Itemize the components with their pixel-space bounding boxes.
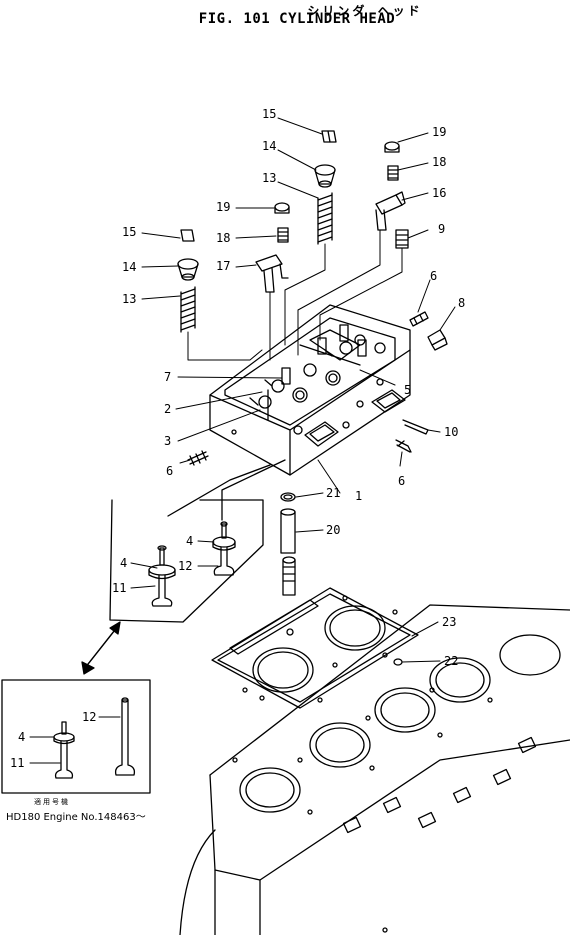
valve-11 <box>148 545 176 607</box>
callout-19: 19 <box>216 200 230 214</box>
collet-15-top <box>321 130 337 143</box>
bolt-8 <box>427 329 448 351</box>
valve-12 <box>212 521 236 576</box>
assembly-guide-lines <box>187 229 403 361</box>
sleeve-20 <box>280 508 296 596</box>
plug-22 <box>393 658 403 666</box>
cylinder-block <box>179 604 570 935</box>
callout-7: 7 <box>164 370 171 384</box>
adjust-screw-18-top <box>387 165 399 181</box>
nut-19-left <box>274 202 290 214</box>
callout-21: 21 <box>326 486 340 500</box>
ring-21 <box>280 492 296 502</box>
retainer-14-left <box>177 258 199 281</box>
callout-23: 23 <box>442 615 456 629</box>
stud-6-top <box>409 311 429 327</box>
subtitle-japanese: シリンダ ヘッド <box>307 4 423 18</box>
spring-13-left <box>180 286 196 333</box>
callout-5: 5 <box>404 383 411 397</box>
callout-18: 18 <box>432 155 446 169</box>
callout-13: 13 <box>122 292 136 306</box>
callout-20: 20 <box>326 523 340 537</box>
callout-14: 14 <box>122 260 136 274</box>
callout-6: 6 <box>430 269 437 283</box>
callout-6: 6 <box>398 474 405 488</box>
exploded-valve-box <box>109 459 286 623</box>
callout-6: 6 <box>166 464 173 478</box>
nut-19-top <box>384 141 400 153</box>
head-gasket <box>211 587 419 709</box>
callout-15: 15 <box>262 107 276 121</box>
callout-15: 15 <box>122 225 136 239</box>
callout-13: 13 <box>262 171 276 185</box>
variant-inset-box <box>1 679 151 794</box>
stud-6-left <box>187 450 209 466</box>
reference-arrow <box>81 621 121 675</box>
inset-valve-4-11 <box>53 721 75 779</box>
callout-12: 12 <box>82 710 96 724</box>
adjust-screw-18-left <box>277 227 289 243</box>
callout-9: 9 <box>438 222 445 236</box>
callout-10: 10 <box>444 425 458 439</box>
inset-applicability: HD180 Engine No.148463～ <box>6 812 146 823</box>
rocker-arm-16 <box>375 191 406 231</box>
callout-11: 11 <box>10 756 24 770</box>
callout-12: 12 <box>178 559 192 573</box>
callout-17: 17 <box>216 259 230 273</box>
rocker-arm-17 <box>255 254 289 293</box>
cylinder-head <box>209 304 411 476</box>
callout-2: 2 <box>164 402 171 416</box>
inset-note-japanese: 適用号機 <box>34 798 70 806</box>
callout-11: 11 <box>112 581 126 595</box>
callout-4: 4 <box>186 534 193 548</box>
callout-3: 3 <box>164 434 171 448</box>
screw-9 <box>395 229 409 249</box>
spring-13-top <box>317 192 333 245</box>
figure-title: FIG. 101 CYLINDER HEAD <box>198 11 396 27</box>
callout-8: 8 <box>458 296 465 310</box>
stud-6-right <box>395 439 412 453</box>
leader-lines <box>29 117 456 764</box>
inset-valve-12 <box>114 697 136 776</box>
callout-14: 14 <box>262 139 276 153</box>
callout-22: 22 <box>444 654 458 668</box>
callout-19: 19 <box>432 125 446 139</box>
callout-labels: 15 14 13 19 18 17 15 14 13 19 18 16 9 6 … <box>10 107 465 770</box>
callout-4: 4 <box>18 730 25 744</box>
callout-4: 4 <box>120 556 127 570</box>
callout-1: 1 <box>355 489 362 503</box>
collet-15-left <box>180 229 195 242</box>
callout-16: 16 <box>432 186 446 200</box>
pin-10 <box>402 419 429 435</box>
callout-18: 18 <box>216 231 230 245</box>
retainer-14-top <box>314 164 336 188</box>
